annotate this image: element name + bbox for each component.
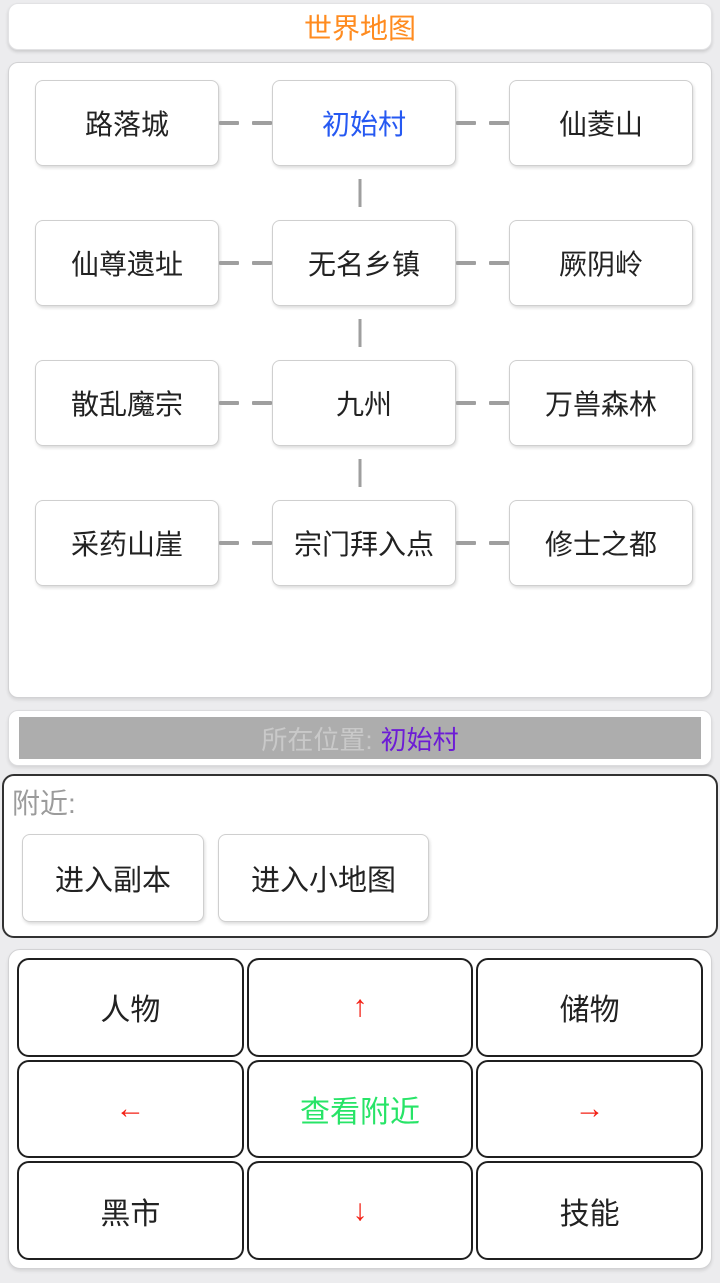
map-connector-vertical — [358, 459, 362, 487]
map-node-r3c2[interactable]: 九州 — [272, 360, 456, 446]
map-node-r4c2[interactable]: 宗门拜入点 — [272, 500, 456, 586]
map-node-r2c2[interactable]: 无名乡镇 — [272, 220, 456, 306]
move-down-button[interactable]: ↓ — [246, 1161, 474, 1260]
map-node-r4c1[interactable]: 采药山崖 — [35, 500, 219, 586]
map-row-2: 仙尊遗址 无名乡镇 厥阴岭 — [35, 220, 693, 306]
skills-button[interactable]: 技能 — [476, 1161, 703, 1260]
map-node-r3c3[interactable]: 万兽森林 — [509, 360, 693, 446]
black-market-button[interactable]: 黑市 — [17, 1161, 244, 1260]
map-node-r1c2-current[interactable]: 初始村 — [272, 80, 456, 166]
current-location-container: 所在位置: 初始村 — [8, 710, 712, 766]
move-up-button[interactable]: ↑ — [246, 958, 474, 1057]
page-title: 世界地图 — [8, 3, 712, 50]
map-connector-horizontal — [219, 261, 272, 265]
control-pad: 人物 ↑ 储物 ← 查看附近 → 黑市 ↓ 技能 — [8, 949, 712, 1269]
current-location-label: 所在位置: — [261, 724, 373, 755]
move-left-button[interactable]: ← — [17, 1059, 244, 1159]
nearby-buttons: 进入副本 进入小地图 — [12, 834, 708, 922]
view-nearby-button[interactable]: 查看附近 — [246, 1059, 474, 1159]
map-connector-horizontal — [219, 541, 272, 545]
map-row-3: 散乱魔宗 九州 万兽森林 — [35, 360, 693, 446]
map-connector-vertical — [358, 319, 362, 347]
map-connector-horizontal — [456, 401, 509, 405]
map-connector-vertical — [358, 179, 362, 207]
map-node-r2c1[interactable]: 仙尊遗址 — [35, 220, 219, 306]
enter-minimap-button[interactable]: 进入小地图 — [218, 834, 430, 922]
storage-button[interactable]: 储物 — [476, 958, 703, 1057]
move-right-button[interactable]: → — [476, 1059, 703, 1159]
map-row-gap — [35, 306, 685, 360]
map-connector-horizontal — [219, 401, 272, 405]
map-connector-horizontal — [456, 541, 509, 545]
enter-dungeon-button[interactable]: 进入副本 — [22, 834, 205, 922]
character-button[interactable]: 人物 — [17, 958, 244, 1057]
world-map-panel: 路落城 初始村 仙菱山 仙尊遗址 无名乡镇 厥阴岭 散乱魔宗 九州 万兽森林 采… — [8, 62, 712, 698]
map-connector-horizontal — [219, 121, 272, 125]
map-connector-horizontal — [456, 261, 509, 265]
current-location-bar: 所在位置: 初始村 — [19, 717, 701, 759]
map-connector-horizontal — [456, 121, 509, 125]
map-row-1: 路落城 初始村 仙菱山 — [35, 80, 693, 166]
map-node-r4c3[interactable]: 修士之都 — [509, 500, 693, 586]
map-node-r1c1[interactable]: 路落城 — [35, 80, 219, 166]
map-node-r2c3[interactable]: 厥阴岭 — [509, 220, 693, 306]
map-row-gap — [35, 446, 685, 500]
nearby-label: 附近: — [12, 788, 76, 819]
nearby-panel: 附近: 进入副本 进入小地图 — [2, 774, 718, 938]
page-title-text: 世界地图 — [303, 12, 416, 44]
map-node-r3c1[interactable]: 散乱魔宗 — [35, 360, 219, 446]
map-row-gap — [35, 166, 685, 220]
map-node-r1c3[interactable]: 仙菱山 — [509, 80, 693, 166]
map-row-4: 采药山崖 宗门拜入点 修士之都 — [35, 500, 693, 586]
current-location-value: 初始村 — [380, 724, 459, 755]
